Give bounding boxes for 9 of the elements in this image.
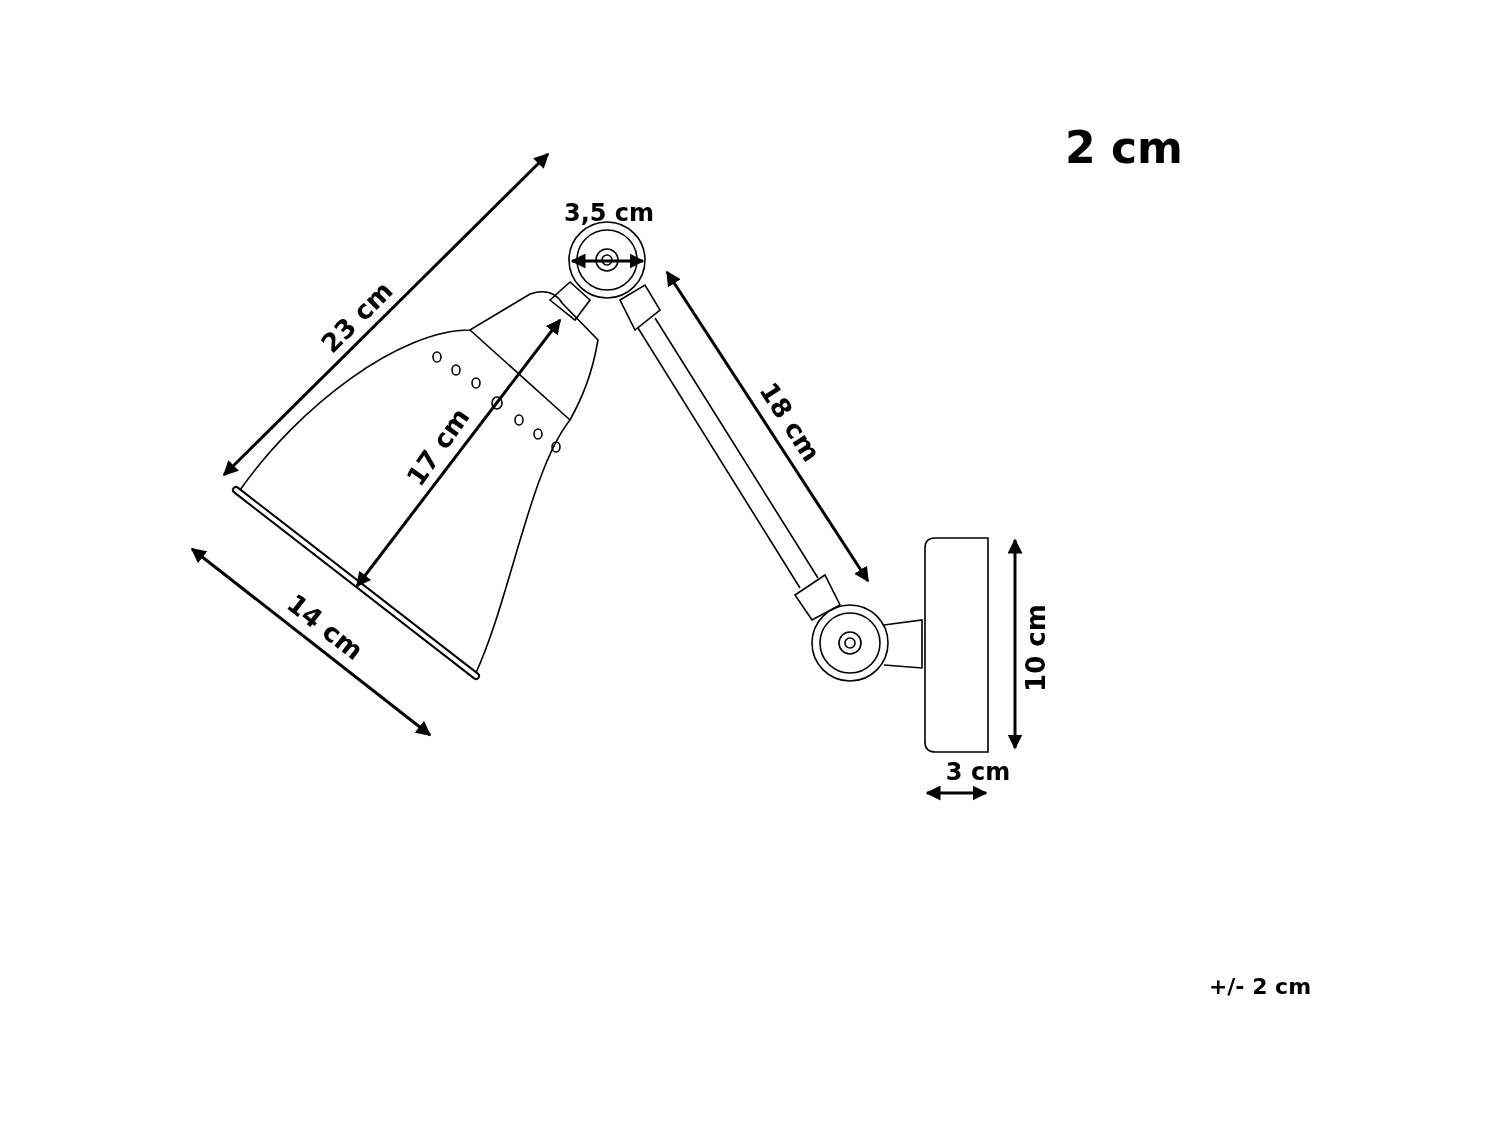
dimension-label: 18 cm — [755, 378, 825, 466]
dimension-label: 3,5 cm — [563, 201, 655, 225]
dimension-label: 17 cm — [402, 403, 474, 491]
dimension-label: 23 cm — [316, 276, 398, 358]
scale-note: 2 cm — [1065, 126, 1183, 170]
dimension-label: 10 cm — [1023, 604, 1049, 692]
dimension-label: 14 cm — [282, 589, 368, 665]
tolerance-note: +/- 2 cm — [1208, 976, 1312, 998]
dimension-label: 3 cm — [945, 760, 1011, 784]
